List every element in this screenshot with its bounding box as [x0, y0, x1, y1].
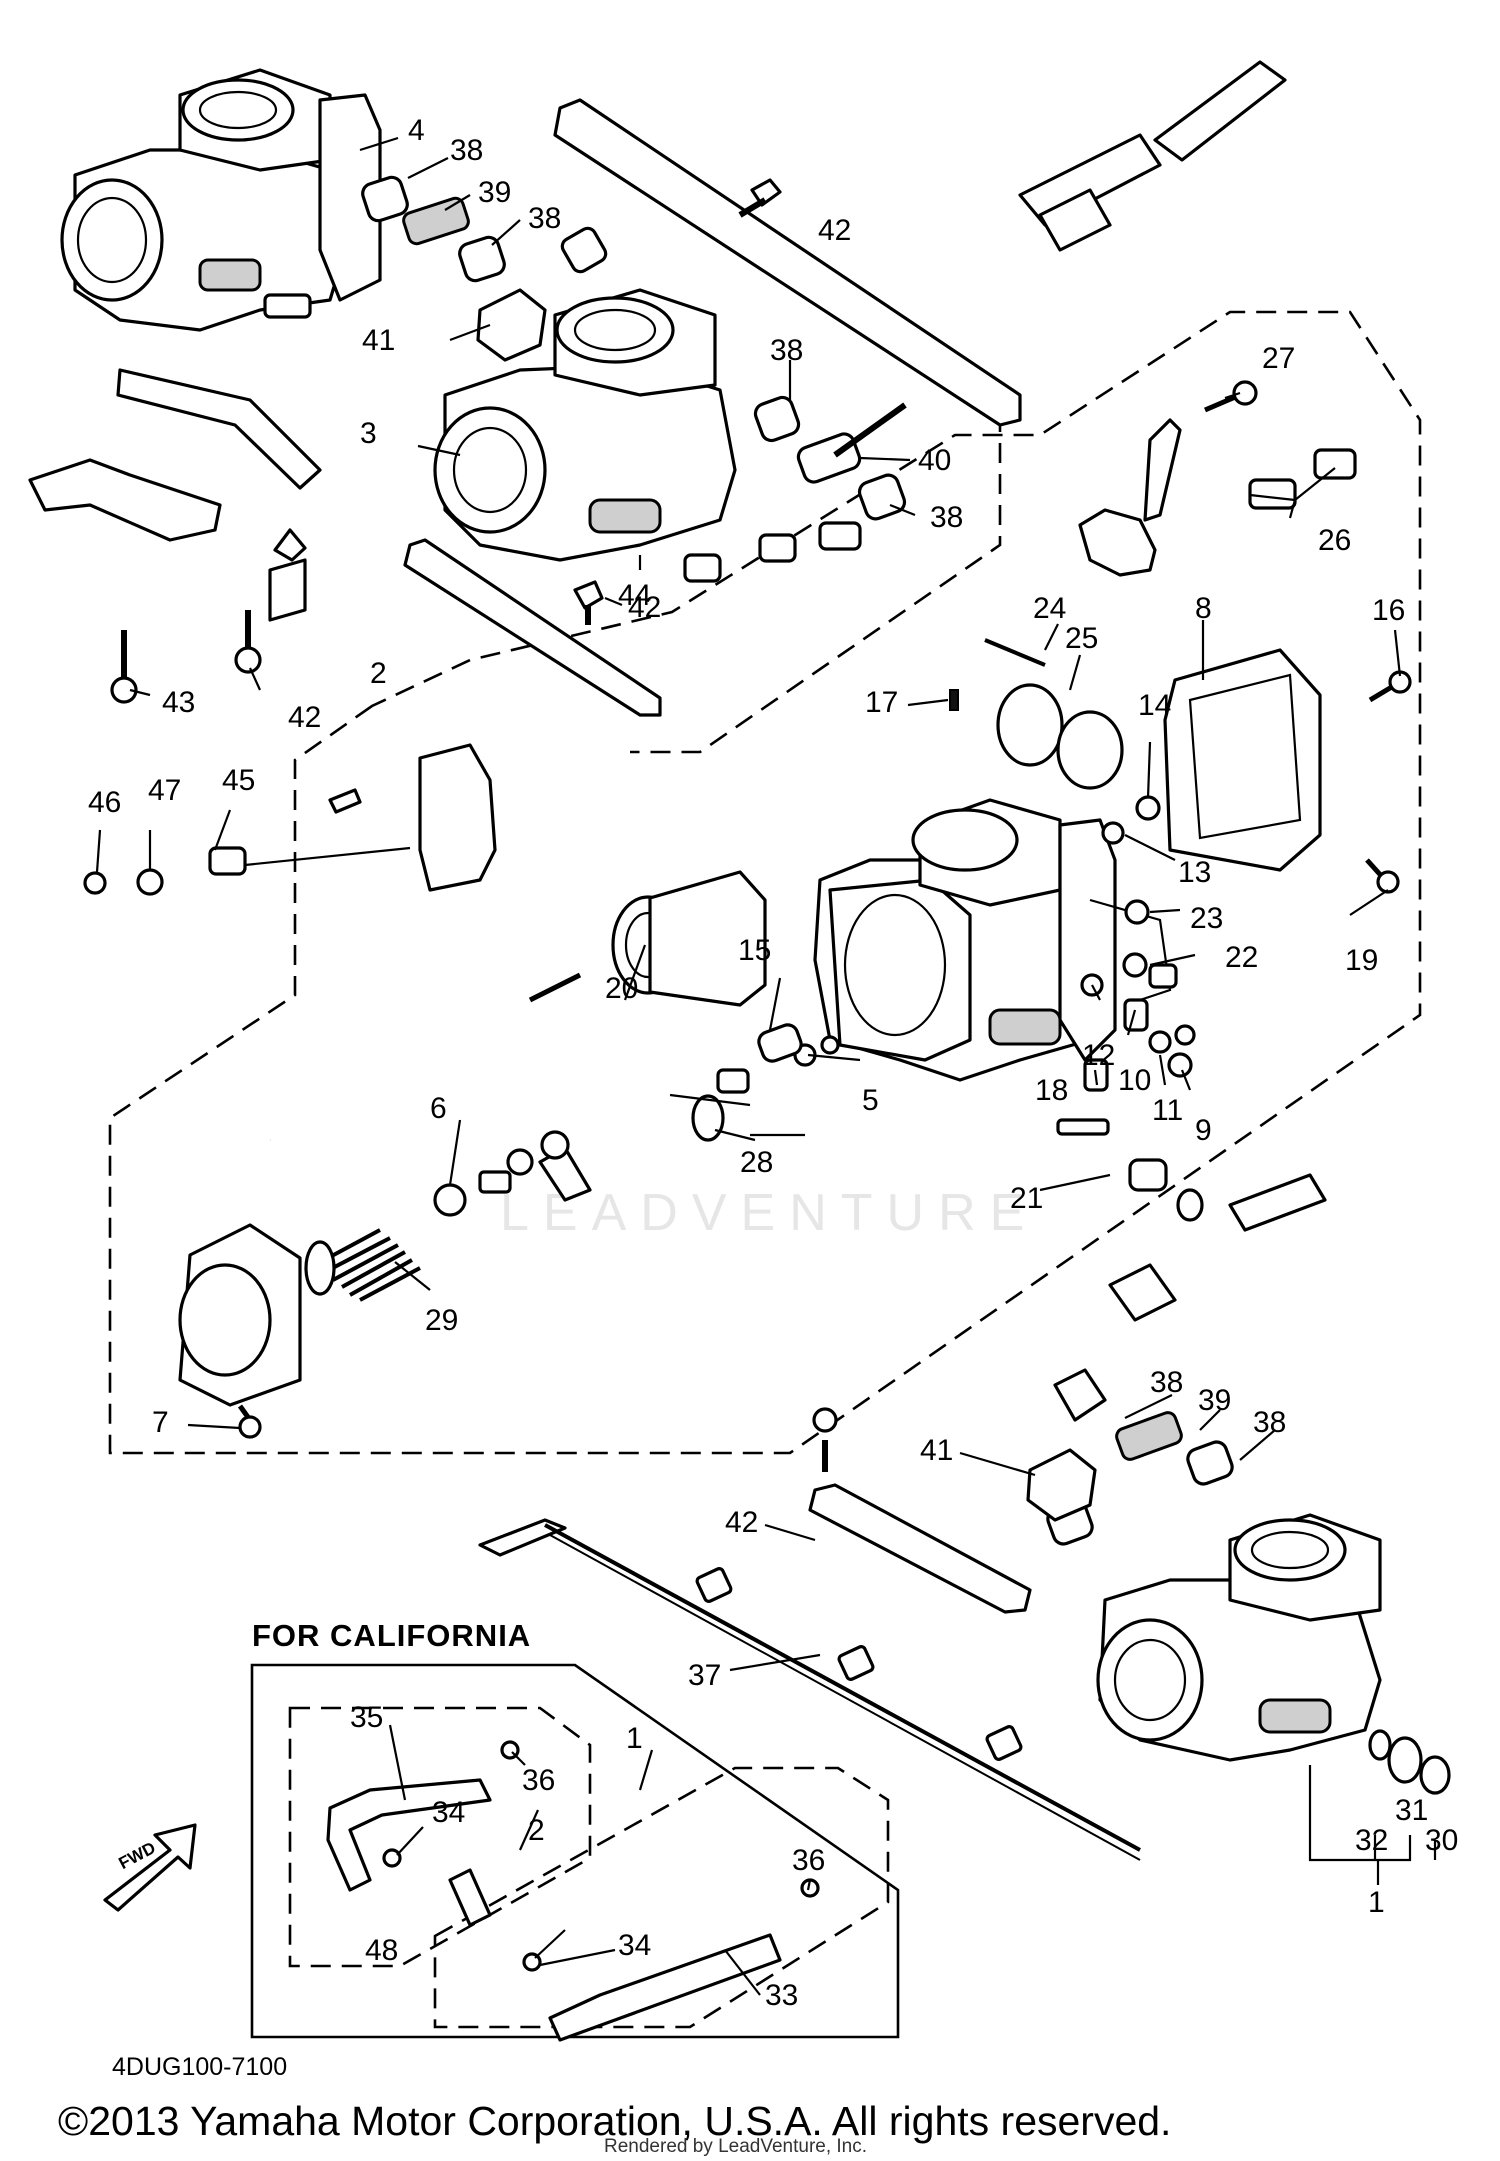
float-and-bowl	[949, 380, 1412, 1222]
callout-25: 25	[1065, 622, 1098, 655]
callout-38: 38	[528, 202, 561, 235]
throttle-linkage	[478, 1483, 1141, 1861]
callout-20: 20	[605, 972, 638, 1005]
upper-brackets	[28, 98, 1022, 717]
callout-41: 41	[920, 1434, 953, 1467]
bracket-45	[83, 743, 497, 896]
callout-42: 42	[818, 214, 851, 247]
callout-7: 7	[152, 1406, 169, 1439]
callout-34: 34	[618, 1929, 651, 1962]
california-box	[250, 1663, 900, 2039]
callout-46: 46	[88, 786, 121, 819]
callout-27: 27	[1262, 342, 1295, 375]
copyright-notice: ©2013 Yamaha Motor Corporation, U.S.A. A…	[58, 2098, 1172, 2144]
callout-30: 30	[1425, 1824, 1458, 1857]
callout-22: 22	[1225, 941, 1258, 974]
callout-41: 41	[362, 324, 395, 357]
callout-34: 34	[432, 1796, 465, 1829]
callout-45: 45	[222, 764, 255, 797]
callout-8: 8	[1195, 592, 1212, 625]
callout-36: 36	[522, 1764, 555, 1797]
callout-13: 13	[1178, 856, 1211, 889]
callout-42: 42	[725, 1506, 758, 1539]
hose-upper	[1018, 60, 1287, 252]
carburetor-main-body	[813, 798, 1172, 1082]
callout-23: 23	[1190, 902, 1223, 935]
callout-14: 14	[1138, 689, 1171, 722]
callout-48: 48	[365, 1934, 398, 1967]
california-parts	[326, 1740, 820, 2042]
callout-18: 18	[1035, 1074, 1068, 1107]
callout-39: 39	[478, 176, 511, 209]
callout-26: 26	[1318, 524, 1351, 557]
callout-9: 9	[1195, 1114, 1212, 1147]
carburetor-4	[60, 68, 382, 332]
section-title-california: FOR CALIFORNIA	[252, 1618, 532, 1653]
callout-1: 1	[1368, 1886, 1385, 1919]
callout-21: 21	[1010, 1182, 1043, 1215]
callout-35: 35	[350, 1701, 383, 1734]
group-outlines	[108, 310, 1422, 2029]
callout-38: 38	[930, 501, 963, 534]
callout-labels: 4 38 39 38 42 41 38 3 40 38 27 26 42 44 …	[88, 114, 1458, 2012]
callout-29: 29	[425, 1304, 458, 1337]
callout-38: 38	[1253, 1406, 1286, 1439]
callout-17: 17	[865, 686, 898, 719]
diagram-code: 4DUG100-7100	[112, 2053, 288, 2081]
callout-37: 37	[688, 1659, 721, 1692]
callout-11: 11	[1152, 1094, 1183, 1127]
callout-15: 15	[738, 934, 771, 967]
callout-42: 42	[288, 701, 321, 734]
callout-3: 3	[360, 417, 377, 450]
callout-19: 19	[1345, 944, 1378, 977]
carburetor-bottom	[1096, 1513, 1451, 1795]
callout-5: 5	[862, 1084, 879, 1117]
carburetor-3	[433, 288, 737, 562]
callout-12: 12	[1082, 1039, 1115, 1072]
leader-lines	[95, 136, 1437, 1996]
callout-47: 47	[148, 774, 181, 807]
callout-2: 2	[528, 1814, 545, 1847]
callout-6: 6	[430, 1092, 447, 1125]
callout-16: 16	[1372, 594, 1405, 627]
callout-4: 4	[408, 114, 425, 147]
callout-10: 10	[1118, 1064, 1151, 1097]
rendered-by-credit: Rendered by LeadVenture, Inc.	[604, 2136, 868, 2157]
callout-38: 38	[770, 334, 803, 367]
callout-38: 38	[1150, 1366, 1183, 1399]
callout-28: 28	[740, 1146, 773, 1179]
callout-31: 31	[1395, 1794, 1428, 1827]
piston-assembly	[178, 870, 840, 1439]
callout-32: 32	[1355, 1824, 1388, 1857]
callout-39: 39	[1198, 1384, 1231, 1417]
callout-1: 1	[626, 1722, 643, 1755]
callout-33: 33	[765, 1979, 798, 2012]
callout-44: 44	[618, 579, 651, 612]
callout-43: 43	[162, 686, 195, 719]
callout-38: 38	[450, 134, 483, 167]
callout-2: 2	[370, 657, 387, 690]
fwd-arrow	[103, 1823, 197, 1912]
coupling-parts-lower	[812, 1173, 1327, 1546]
callout-36: 36	[792, 1844, 825, 1877]
coupling-parts-upper	[110, 175, 907, 704]
callout-40: 40	[918, 444, 951, 477]
watermark: LEADVENTURE	[500, 1184, 1038, 1242]
callout-42: 42	[628, 591, 661, 624]
callout-24: 24	[1033, 592, 1066, 625]
